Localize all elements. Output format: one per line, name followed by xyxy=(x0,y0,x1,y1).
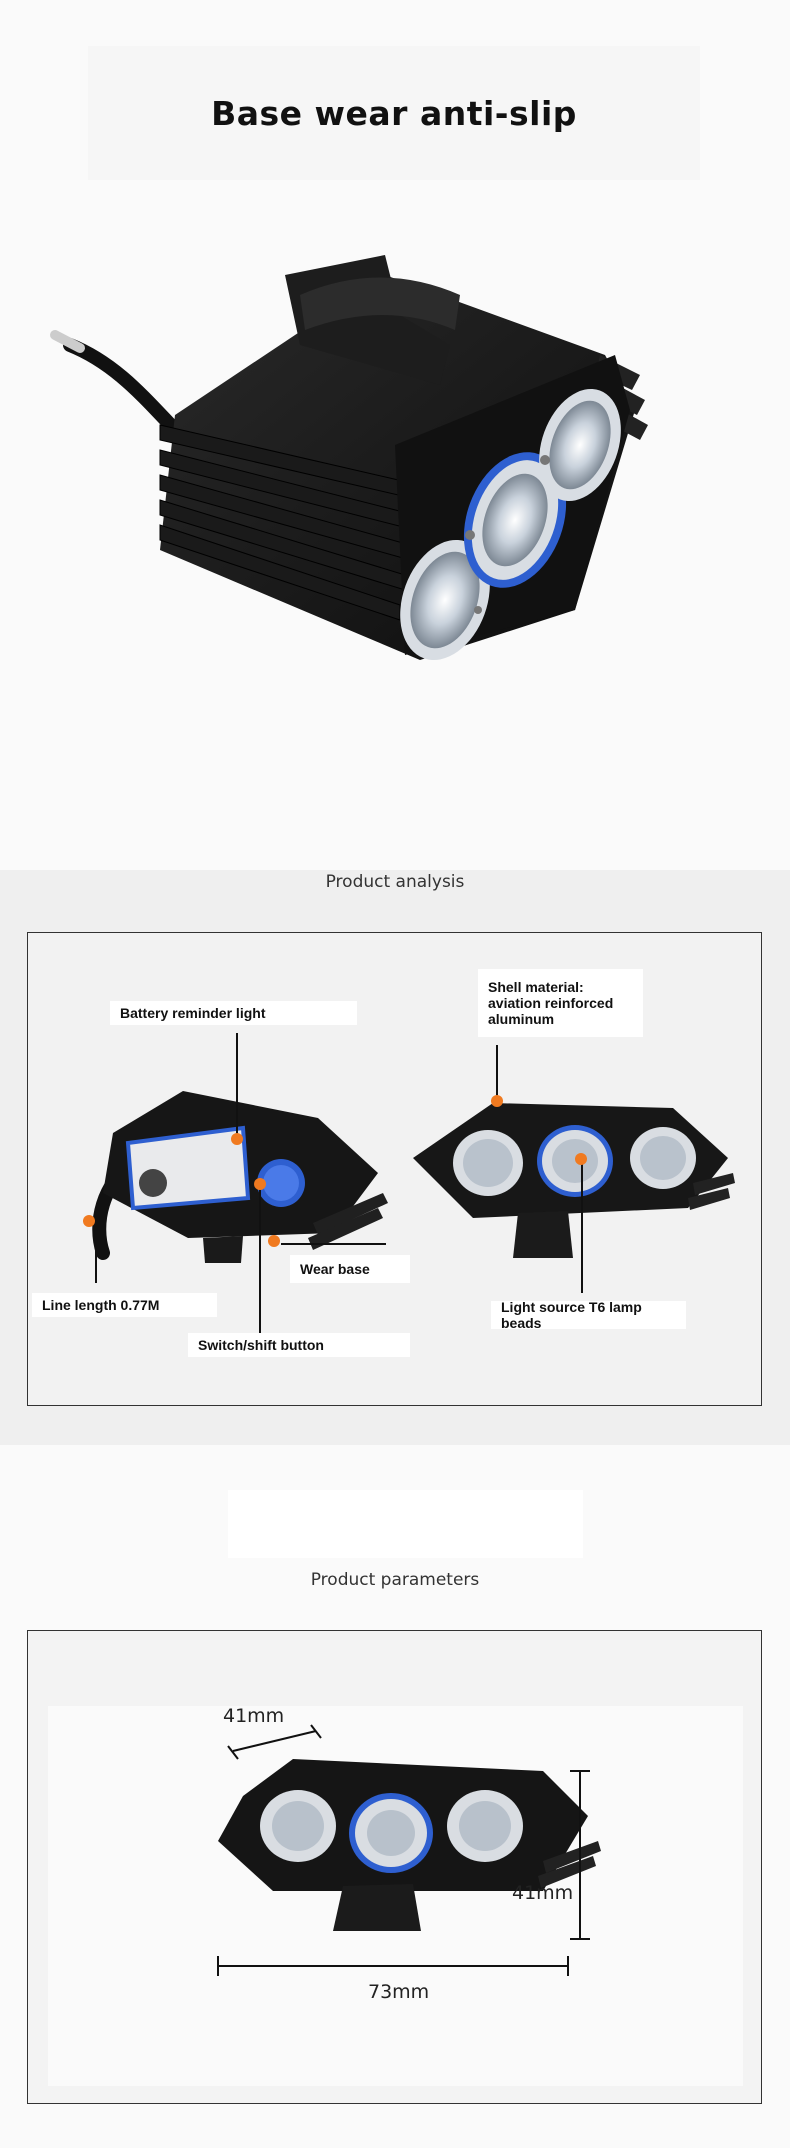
light-source-marker-dot xyxy=(575,1153,587,1165)
battery-reminder-text: Battery reminder light xyxy=(120,1005,266,1021)
analysis-frame: Battery reminder light Shell material: a… xyxy=(27,932,762,1406)
switch-marker-dot xyxy=(254,1178,266,1190)
shell-connector-line xyxy=(496,1045,498,1105)
dimension-lines xyxy=(217,1724,590,1976)
line-length-label: Line length 0.77M xyxy=(32,1293,217,1317)
light-source-connector-line xyxy=(581,1158,583,1293)
depth-dimension-label: 41mm xyxy=(223,1705,285,1727)
hero-product-image xyxy=(0,215,790,685)
parameters-heading-box xyxy=(228,1490,583,1558)
wear-base-marker-dot xyxy=(268,1235,280,1247)
shell-material-line-1: Shell material: xyxy=(488,979,584,995)
parameters-frame: 41mm 41mm 73mm xyxy=(27,1630,762,2104)
shell-material-label: Shell material: aviation reinforced alum… xyxy=(478,969,643,1037)
switch-connector-line xyxy=(259,1183,261,1333)
shell-material-line-2: aviation reinforced xyxy=(488,995,614,1011)
title-banner: Base wear anti-slip xyxy=(88,46,700,180)
width-dimension-label: 73mm xyxy=(368,1981,430,2003)
line-length-text: Line length 0.77M xyxy=(42,1297,160,1313)
parameters-section-title: Product parameters xyxy=(310,1570,480,1590)
height-dimension-label: 41mm xyxy=(512,1882,574,1904)
line-length-marker-dot xyxy=(83,1215,95,1227)
battery-marker-dot xyxy=(231,1133,243,1145)
light-source-text: Light source T6 lamp beads xyxy=(501,1299,642,1331)
battery-connector-line xyxy=(236,1033,238,1143)
line-length-connector-line xyxy=(95,1223,97,1283)
switch-button-text: Switch/shift button xyxy=(198,1337,324,1353)
battery-reminder-label: Battery reminder light xyxy=(110,1001,357,1025)
wear-base-connector-line xyxy=(281,1243,386,1245)
light-front-view-image xyxy=(413,1103,735,1258)
wear-base-text: Wear base xyxy=(300,1261,370,1277)
light-source-label: Light source T6 lamp beads xyxy=(491,1299,686,1331)
wear-base-label: Wear base xyxy=(290,1255,410,1283)
light-rear-view-image xyxy=(92,1091,388,1263)
page-title: Base wear anti-slip xyxy=(211,93,577,133)
shell-marker-dot xyxy=(491,1095,503,1107)
shell-material-line-3: aluminum xyxy=(488,1011,555,1027)
analysis-section-title: Product analysis xyxy=(325,872,465,892)
light-dimension-image xyxy=(218,1759,601,1931)
switch-button-label: Switch/shift button xyxy=(188,1333,410,1357)
